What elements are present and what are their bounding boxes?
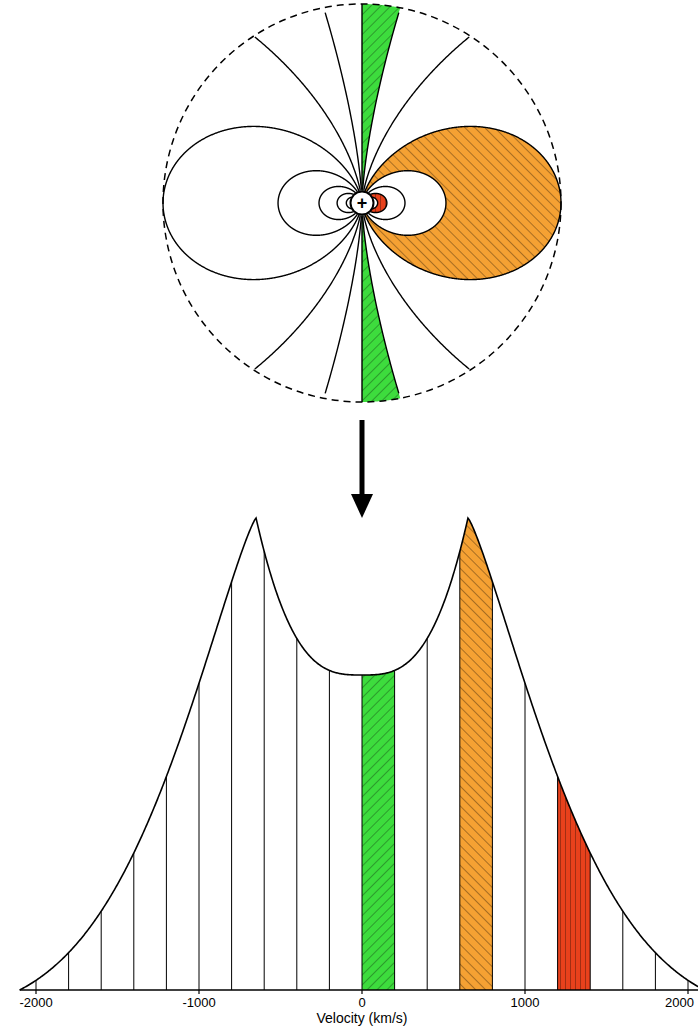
isovelocity-line (163, 126, 359, 279)
tick-label: -2000 (19, 995, 52, 1010)
red-strip (558, 776, 591, 990)
strip-line (68, 953, 69, 990)
center-circle: + (349, 190, 375, 216)
strip-line (622, 911, 623, 990)
down-arrow (351, 420, 373, 518)
strip-line (557, 776, 558, 990)
strip-line (329, 670, 330, 990)
strip-line (362, 675, 363, 990)
zero-velocity-line (361, 215, 362, 402)
strip-line (427, 638, 428, 990)
isovelocity-line (365, 126, 561, 279)
strip-line (394, 670, 395, 990)
arrow-shaft (360, 420, 365, 496)
axis-tick (361, 990, 362, 994)
velocity-axis (20, 989, 698, 990)
strip-line (36, 980, 37, 990)
tick-label: 0 (358, 995, 365, 1010)
label-text: Velocity (km/s) (316, 1010, 407, 1026)
isovelocity-line (367, 171, 446, 236)
isovelocity-line (364, 37, 470, 369)
profile-curve (20, 518, 698, 990)
line-profile (20, 518, 698, 994)
strip-line (525, 683, 526, 990)
tick-label: -1000 (182, 995, 215, 1010)
strip-line (655, 953, 656, 990)
strip-line (264, 552, 265, 990)
strip-line (231, 582, 232, 990)
strip-line (296, 638, 297, 990)
isovelocity-line (255, 37, 361, 369)
strip-line (101, 911, 102, 990)
node-text: + (349, 190, 375, 216)
axis-title: Velocity (km/s) (316, 1010, 407, 1026)
axis-tick (524, 990, 525, 994)
label-text: 0 (358, 995, 365, 1010)
label-text: 1000 (511, 995, 540, 1010)
axis-tick (198, 990, 199, 994)
strip-line (133, 853, 134, 990)
label-text: -2000 (19, 995, 52, 1010)
label-text: -1000 (182, 995, 215, 1010)
green-band (362, 4, 400, 191)
strip-line (166, 776, 167, 990)
strip-line (590, 853, 591, 990)
isovelocity-line (278, 171, 357, 236)
arrow-head (351, 494, 373, 518)
strip-line (199, 683, 200, 990)
axis-tick (687, 990, 688, 994)
green-strip (362, 670, 395, 990)
orange-strip (460, 518, 493, 990)
orange-band (362, 126, 561, 279)
tick-label: 1000 (511, 995, 540, 1010)
axis-tick (35, 990, 36, 994)
tick-label: 2000 (665, 995, 694, 1010)
strip-line (492, 582, 493, 990)
strip-line (459, 552, 460, 990)
velocity-bands (362, 4, 561, 402)
disk-outline (163, 4, 561, 402)
isovelocity-contours (163, 4, 561, 402)
green-band (362, 215, 400, 402)
strip-line (688, 980, 689, 990)
label-text: 2000 (665, 995, 694, 1010)
zero-velocity-line (361, 4, 362, 191)
